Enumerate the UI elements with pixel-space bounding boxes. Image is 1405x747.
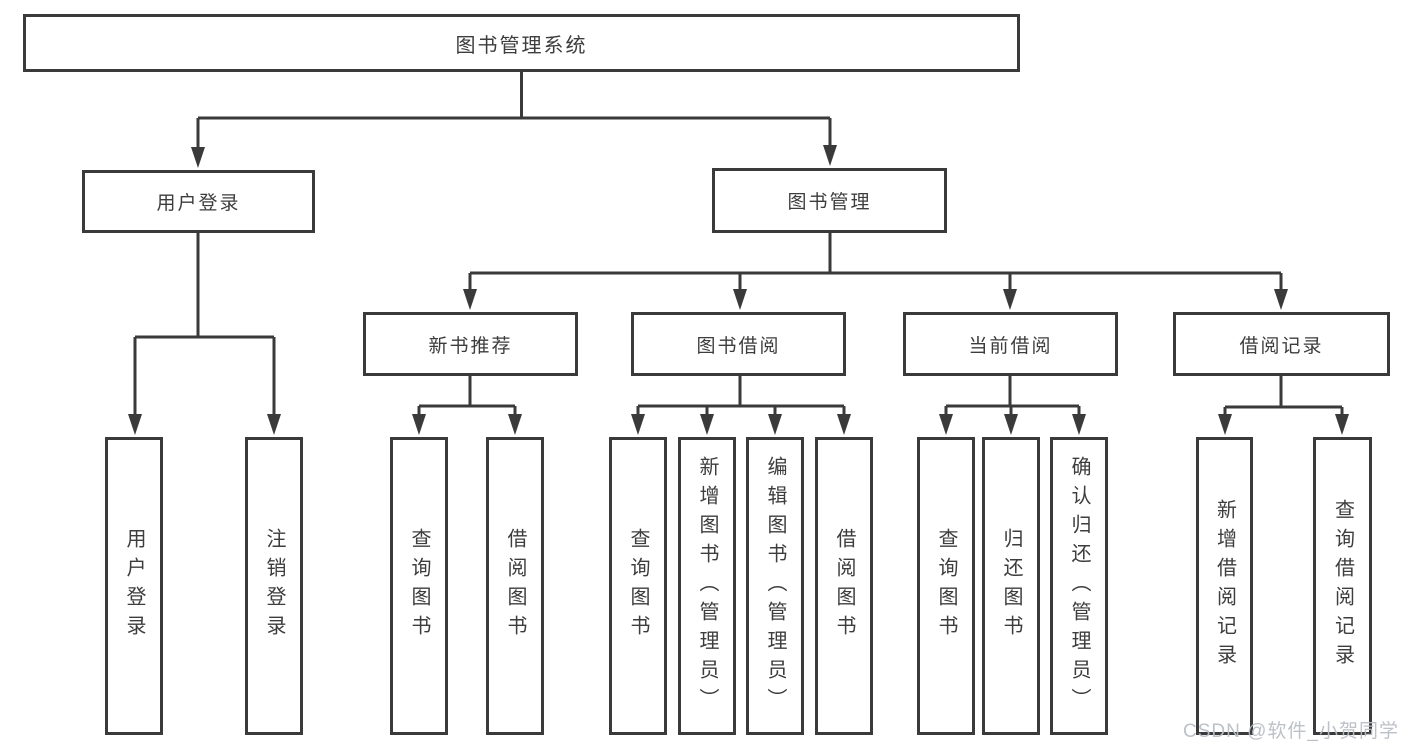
leaf-query-books-borrow: 查询图书 [609,437,667,735]
leaf-add-book-admin: 新增图书（管理员） [678,437,736,735]
node-current-borrow-label: 当前借阅 [968,335,1053,357]
node-book-borrow: 图书借阅 [631,312,846,376]
edges-book-management [463,233,1288,310]
node-borrow-record: 借阅记录 [1173,312,1390,376]
leaf-logout-label: 注销登录 [263,528,285,644]
edges-book-borrow [631,376,851,435]
leaf-add-book-admin-label: 新增图书（管理员） [696,455,718,717]
leaf-borrow-books-label: 借阅图书 [833,528,855,644]
leaf-logout: 注销登录 [245,437,303,735]
leaf-query-books-recommend-label: 查询图书 [408,528,430,644]
node-borrow-record-label: 借阅记录 [1239,335,1324,357]
node-root-label: 图书管理系统 [455,34,588,57]
node-user-login: 用户登录 [82,170,315,233]
leaf-borrow-books: 借阅图书 [815,437,873,735]
leaf-user-login-label: 用户登录 [123,528,145,644]
watermark: CSDN @软件_小贺同学 [1183,721,1399,742]
edges-current-borrow [939,376,1086,435]
leaf-query-borrow-record: 查询借阅记录 [1313,437,1372,735]
leaf-edit-book-admin-label: 编辑图书（管理员） [764,455,786,717]
leaf-confirm-return-admin-label: 确认归还（管理员） [1068,455,1090,717]
node-root: 图书管理系统 [23,14,1020,72]
edges-root [191,72,837,168]
node-new-book-recommend: 新书推荐 [363,312,578,376]
leaf-borrow-books-recommend-label: 借阅图书 [504,528,526,644]
leaf-query-borrow-record-label: 查询借阅记录 [1331,499,1354,673]
leaf-edit-book-admin: 编辑图书（管理员） [746,437,804,735]
leaf-confirm-return-admin: 确认归还（管理员） [1050,437,1108,735]
leaf-query-books-recommend: 查询图书 [390,437,448,735]
leaf-add-borrow-record-label: 新增借阅记录 [1213,499,1236,673]
node-book-management: 图书管理 [712,168,947,233]
node-book-management-label: 图书管理 [787,192,872,213]
node-current-borrow: 当前借阅 [903,312,1118,376]
leaf-add-borrow-record: 新增借阅记录 [1196,437,1253,735]
leaf-return-book: 归还图书 [982,437,1040,735]
leaf-user-login: 用户登录 [105,437,163,735]
leaf-query-books-borrow-label: 查询图书 [627,528,649,644]
edges-new-book-recommend [412,376,522,435]
leaf-query-books-current-label: 查询图书 [935,528,957,644]
edges-user-login [128,233,281,435]
node-book-borrow-label: 图书借阅 [696,335,781,357]
leaf-return-book-label: 归还图书 [1000,528,1022,644]
node-new-book-recommend-label: 新书推荐 [428,335,513,357]
node-user-login-label: 用户登录 [156,193,241,214]
leaf-query-books-current: 查询图书 [917,437,975,735]
leaf-borrow-books-recommend: 借阅图书 [486,437,544,735]
edges-borrow-record [1218,376,1349,435]
